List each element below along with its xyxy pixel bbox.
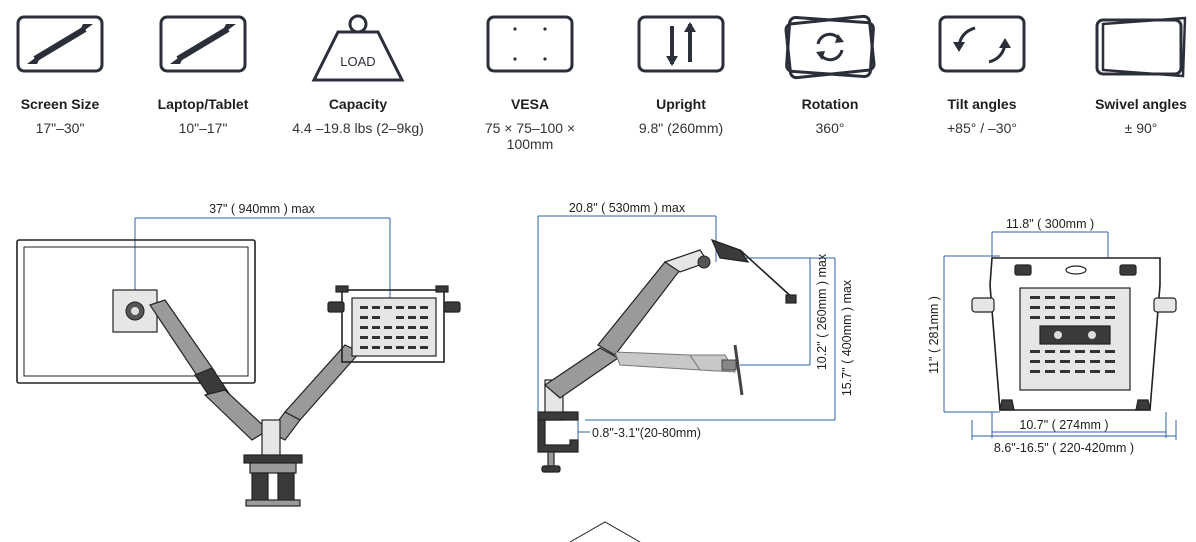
front-view-diagram: 37" ( 940mm ) max	[16, 202, 461, 507]
tray-inner-width-label: 10.7" ( 274mm )	[1019, 418, 1108, 432]
spec-swivel-angles: Swivel angles ± 90°	[1071, 14, 1196, 136]
spec-label: VESA	[510, 96, 550, 112]
side-view-diagram: 20.8" ( 530mm ) max 10.2" ( 260mm ) max …	[537, 201, 854, 473]
side-height-outer-label: 15.7" ( 400mm ) max	[840, 279, 854, 396]
screen-size-icon	[0, 14, 130, 92]
spec-label: Upright	[656, 96, 706, 112]
laptop-tray-front	[341, 289, 445, 363]
bottom-partial-shape	[569, 521, 641, 542]
spec-value: 10"–17"	[178, 120, 228, 136]
front-reach-label: 37" ( 940mm ) max	[209, 202, 316, 216]
upright-icon	[611, 14, 751, 92]
spec-label: Swivel angles	[1095, 96, 1187, 112]
swivel-angles-icon	[1071, 14, 1196, 92]
spec-upright: Upright 9.8" (260mm)	[611, 14, 751, 136]
spec-value: 75 × 75–100 × 100mm	[484, 120, 576, 152]
capacity-weight-icon: LOAD	[288, 14, 428, 92]
spec-capacity: LOAD Capacity 4.4 –19.8 lbs (2–9kg)	[288, 14, 428, 136]
tray-height-label: 11" ( 281mm )	[927, 296, 941, 374]
side-depth-label: 20.8" ( 530mm ) max	[569, 201, 686, 215]
side-clamp-label: 0.8"-3.1"(20-80mm)	[592, 426, 701, 440]
vesa-icon	[460, 14, 600, 92]
spec-value: ± 90°	[1124, 120, 1158, 136]
tilt-angles-icon	[912, 14, 1052, 92]
spec-label: Laptop/Tablet	[157, 96, 249, 112]
monitor-outline	[16, 239, 256, 384]
laptop-tablet-icon	[133, 14, 273, 92]
tray-outer-width-label: 8.6"-16.5" ( 220-420mm )	[994, 441, 1134, 455]
spec-screen-size: Screen Size 17"–30"	[0, 14, 130, 136]
spec-vesa: VESA 75 × 75–100 × 100mm	[460, 14, 600, 152]
spec-label: Rotation	[801, 96, 859, 112]
spec-label: Tilt angles	[947, 96, 1017, 112]
tray-view-diagram: 11.8" ( 300mm ) 11" ( 281mm )	[927, 217, 1177, 455]
spec-tilt-angles: Tilt angles +85° / –30°	[912, 14, 1052, 136]
spec-value: 17"–30"	[35, 120, 85, 136]
side-height-inner-label: 10.2" ( 260mm ) max	[815, 253, 829, 370]
spec-label: Screen Size	[20, 96, 100, 112]
capacity-icon-text: LOAD	[340, 54, 375, 69]
spec-label: Capacity	[328, 96, 388, 112]
spec-value: 360°	[815, 120, 845, 136]
spec-value: +85° / –30°	[947, 120, 1017, 136]
spec-value: 9.8" (260mm)	[638, 120, 724, 136]
spec-value: 4.4 –19.8 lbs (2–9kg)	[292, 120, 424, 136]
tray-top-width-label: 11.8" ( 300mm )	[1006, 217, 1094, 231]
rotation-icon	[760, 14, 900, 92]
spec-rotation: Rotation 360°	[760, 14, 900, 136]
spec-laptop-tablet: Laptop/Tablet 10"–17"	[133, 14, 273, 136]
